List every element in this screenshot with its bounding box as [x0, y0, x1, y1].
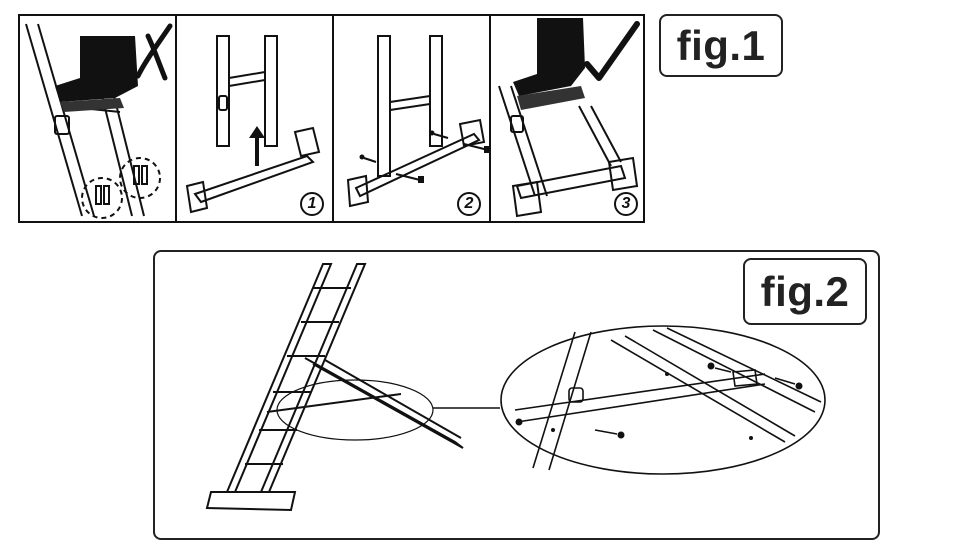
up-arrow [249, 126, 265, 166]
highlight-circle-right [119, 157, 161, 199]
wrong-usage-illustration [25, 23, 173, 219]
step-2-illustration [346, 35, 489, 208]
panel-step-2: 2 [334, 16, 491, 221]
fig1-label: fig.1 [659, 14, 783, 77]
step-number-2: 2 [457, 192, 481, 216]
boot-shape [513, 18, 585, 96]
panel-step-3: 3 [491, 16, 643, 221]
step-number-1: 1 [300, 192, 324, 216]
step-number-3: 3 [614, 192, 638, 216]
step-1-illustration [185, 35, 321, 214]
highlight-circle-left [81, 177, 123, 219]
panel-step-1: 1 [177, 16, 334, 221]
fig2-illustration [205, 263, 826, 512]
zoom-detail [500, 325, 826, 475]
fig2-label: fig.2 [743, 258, 867, 325]
fig1-panel-strip: 1 2 [18, 14, 645, 223]
ladder-drawing [205, 263, 464, 512]
panel-wrong-usage [20, 16, 177, 221]
check-mark [584, 21, 640, 81]
cross-mark [135, 23, 173, 81]
boot-shape [55, 36, 138, 102]
step-3-illustration [498, 18, 640, 218]
